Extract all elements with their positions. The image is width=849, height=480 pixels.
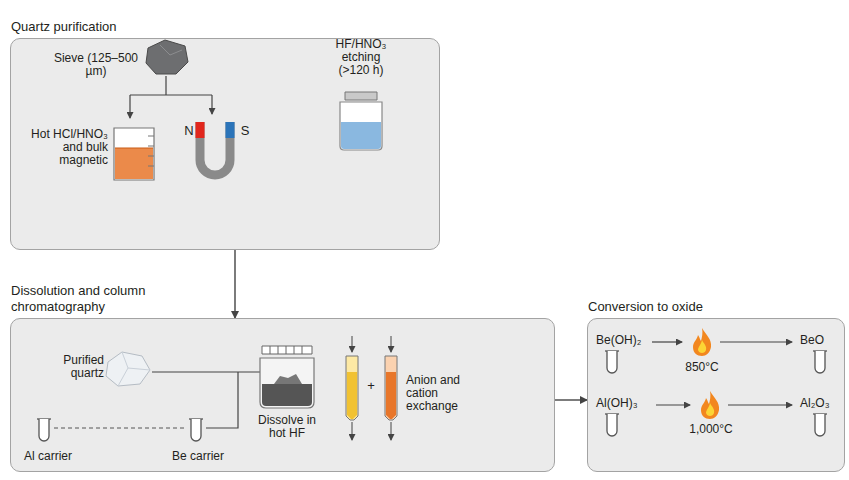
panel-heading: Dissolution and column chromatography: [11, 283, 223, 315]
step-label: 1,000°C: [683, 423, 739, 436]
step-label: Sieve (125–500 µm): [48, 52, 144, 78]
step-label: Al(OH)₃: [596, 397, 654, 410]
step-label: Be carrier: [160, 450, 236, 463]
panel-heading: Quartz purification: [11, 19, 117, 35]
panel-heading: Conversion to oxide: [588, 299, 703, 315]
step-label: Anion and cation exchange: [406, 374, 484, 413]
step-label: S: [238, 124, 252, 137]
step-label: 850°C: [680, 361, 724, 374]
step-label: Al₂O₃: [800, 397, 844, 410]
step-label: Dissolve in hot HF: [248, 414, 326, 440]
step-label: N: [182, 124, 196, 137]
flow-arrow: [234, 250, 235, 318]
step-label: Al carrier: [10, 450, 86, 463]
step-label: HF/HNO₃ etching (>120 h): [330, 38, 392, 77]
step-label: BeO: [800, 334, 840, 347]
step-label: Be(OH)₂: [596, 334, 652, 347]
step-label: +: [364, 379, 378, 392]
step-label: Hot HCl/HNO₃ and bulk magnetic: [22, 128, 108, 167]
step-label: Purified quartz: [46, 354, 104, 380]
flow-arrow: [555, 399, 587, 400]
